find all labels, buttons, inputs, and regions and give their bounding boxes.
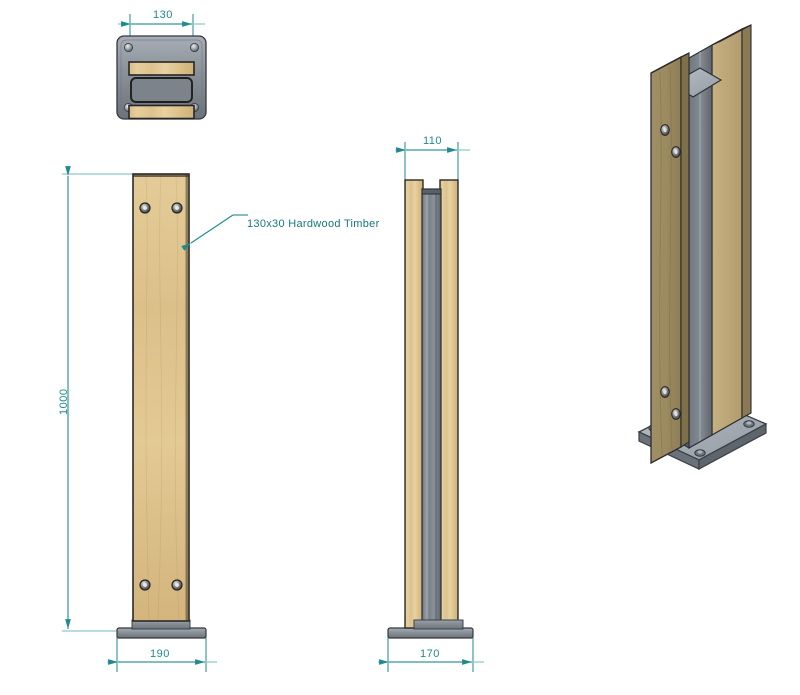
front-view-dimension-1000-label: 1000 [58,388,70,415]
top-view-group [116,14,207,120]
top-view-steel-channel [130,77,193,103]
side-view-channel-top-flange [421,188,442,195]
side-view-dimension-110 [395,142,470,186]
top-view-timber-bar-upper [128,61,195,76]
front-view-timber-top-edge [133,174,189,177]
iso-timber-far [711,24,752,437]
front-view-material-annotation: 130x30 Hardwood Timber [247,218,380,230]
side-view-plate-boss [413,619,464,630]
front-view-dimension-190 [107,634,217,672]
side-view-dimension-110-label: 110 [423,135,443,147]
front-view-screws [139,202,183,591]
side-view-timber-right [439,179,459,629]
side-view-group [378,142,484,672]
front-view-timber-face [132,173,190,622]
side-view-dimension-170 [378,634,484,672]
side-view-steel-channel [421,188,442,629]
front-view-group [62,166,248,672]
side-view-dimension-170-label: 170 [420,648,440,660]
front-view-dimension-190-label: 190 [150,648,170,660]
side-view-timber-left [404,179,424,629]
top-view-timber-bar-lower [128,104,195,120]
front-view-dimension-1000 [62,166,136,632]
iso-view-group [637,24,768,471]
top-view-dimension-130-label: 130 [153,9,173,21]
front-view-timber-edge [185,174,189,621]
front-view-annotation-leader [181,214,248,251]
iso-timber-near [650,52,690,465]
